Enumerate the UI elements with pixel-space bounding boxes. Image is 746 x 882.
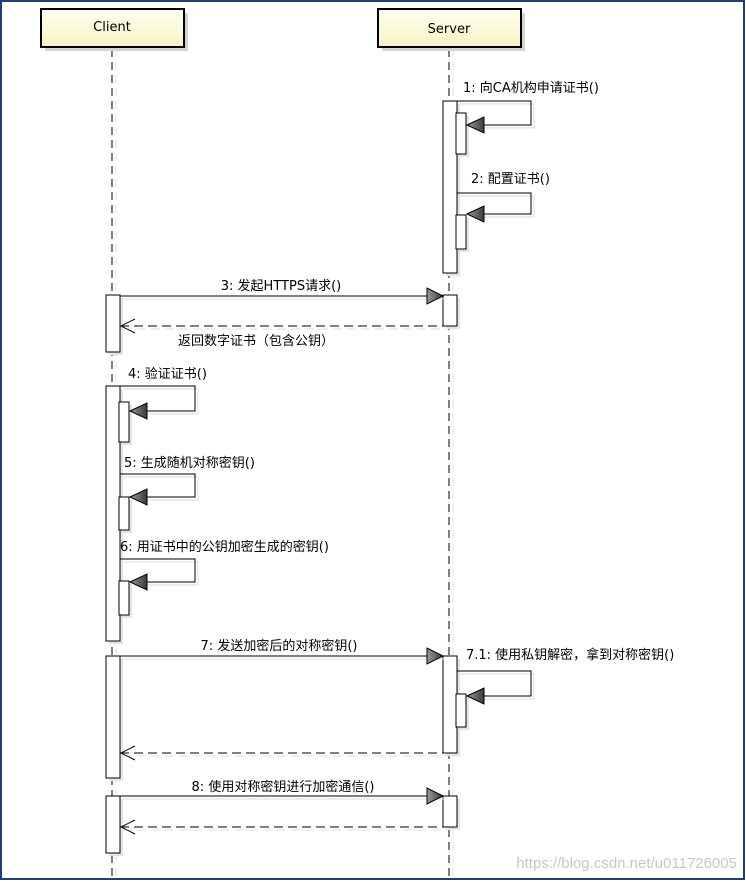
arrowhead-icon: [128, 402, 148, 420]
message-7-1-label: 7.1: 使用私钥解密，拿到对称密钥(): [466, 647, 674, 663]
return-3-label: 返回数字证书（包含公钥）: [178, 333, 334, 349]
message-3: 3: 发起HTTPS请求(): [120, 278, 445, 305]
client-activation-1: [105, 294, 123, 355]
client-activation-2: [105, 385, 123, 644]
participant-server-label: Server: [428, 22, 471, 37]
return-7: [119, 745, 446, 761]
self-message-5: 5: 生成随机对称密钥(): [118, 455, 255, 533]
client-activation-3: [105, 655, 123, 781]
arrowhead-icon: [426, 647, 445, 665]
arrowhead-icon: [465, 687, 485, 705]
client-activation-4: [105, 795, 123, 856]
message-1-label: 1: 向CA机构申请证书(): [463, 80, 599, 96]
message-5-label: 5: 生成随机对称密钥(): [124, 455, 255, 471]
server-activation-2: [442, 294, 460, 329]
participant-client-label: Client: [93, 20, 131, 35]
message-4-label: 4: 验证证书(): [128, 366, 207, 382]
server-activation-3: [442, 655, 460, 756]
message-6-label: 6: 用证书中的公钥加密生成的密钥(): [120, 539, 329, 555]
arrowhead-icon: [128, 488, 148, 506]
watermark: https://blog.csdn.net/u011726005: [516, 855, 737, 872]
participant-server: Server: [377, 8, 525, 51]
arrowhead-icon: [426, 787, 445, 805]
arrowhead-icon: [426, 287, 445, 305]
message-2-label: 2: 配置证书(): [471, 172, 550, 187]
message-8-label: 8: 使用对称密钥进行加密通信(): [192, 779, 375, 795]
participant-client: Client: [40, 8, 188, 51]
arrowhead-icon: [465, 205, 485, 223]
self-message-1: 1: 向CA机构申请证书(): [455, 80, 599, 157]
arrowhead-icon: [128, 573, 148, 591]
return-3: 返回数字证书（包含公钥）: [119, 318, 446, 349]
self-message-2: 2: 配置证书(): [455, 172, 550, 252]
self-message-4: 4: 验证证书(): [118, 366, 207, 445]
message-8: 8: 使用对称密钥进行加密通信(): [120, 779, 445, 805]
message-7: 7: 发送加密后的对称密钥(): [120, 638, 445, 665]
arrowhead-icon: [465, 116, 485, 134]
self-message-7-1: 7.1: 使用私钥解密，拿到对称密钥(): [455, 647, 674, 730]
self-message-6: 6: 用证书中的公钥加密生成的密钥(): [118, 539, 329, 618]
server-activation-4: [442, 795, 460, 830]
message-7-label: 7: 发送加密后的对称密钥(): [201, 638, 358, 654]
message-3-label: 3: 发起HTTPS请求(): [221, 278, 341, 294]
return-8: [119, 819, 446, 835]
